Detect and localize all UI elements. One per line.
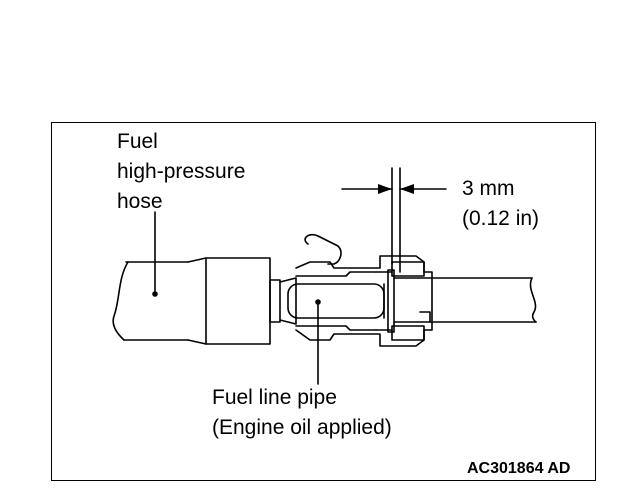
hose-label-line2: high-pressure xyxy=(117,160,246,183)
pipe-label-line2: (Engine oil applied) xyxy=(212,416,392,439)
hose-label-line3: hose xyxy=(117,190,163,213)
fuel-line-pipe xyxy=(393,277,537,323)
figure-code-main: AC301864 xyxy=(467,460,544,477)
fuel-hose xyxy=(112,257,297,345)
figure-code: AC301864 AD xyxy=(467,460,570,478)
gap-dimension xyxy=(341,167,447,273)
pipe-label-line1: Fuel line pipe xyxy=(212,386,337,409)
gap-value-label: 3 mm xyxy=(462,177,515,200)
diagram-frame xyxy=(51,122,596,481)
pipe-leader-dot xyxy=(315,299,321,305)
gap-value-inch-label: (0.12 in) xyxy=(462,207,540,230)
hose-leader-dot xyxy=(152,291,158,297)
hose-label-line1: Fuel xyxy=(117,130,158,153)
quick-connector xyxy=(287,233,433,347)
figure-code-suffix: AD xyxy=(547,460,571,477)
